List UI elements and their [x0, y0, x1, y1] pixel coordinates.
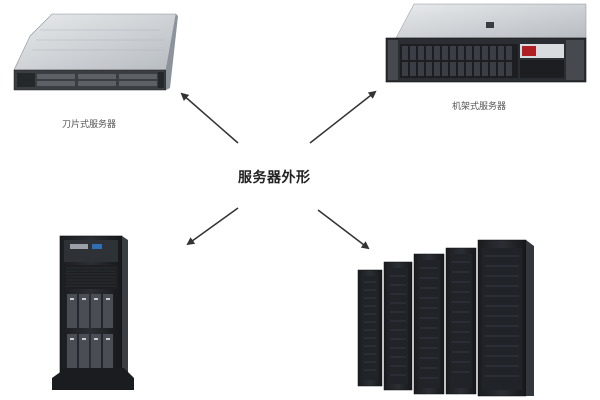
- arrow-to-cabinet: [317, 209, 370, 250]
- arrows: [180, 90, 377, 250]
- blade-server-image: [13, 13, 178, 91]
- rack-server-label: 机架式服务器: [452, 102, 507, 112]
- arrow-to-rack: [309, 90, 377, 144]
- arrow-to-blade: [180, 92, 239, 144]
- arrow-to-tower: [186, 207, 239, 246]
- diagram-title: 服务器外形: [238, 170, 311, 186]
- server-cabinets-image: [357, 239, 534, 397]
- rack-server-image: [385, 3, 587, 83]
- cabinet-1: [357, 269, 383, 387]
- cabinet-3: [413, 253, 445, 395]
- cabinet-2: [383, 261, 413, 391]
- cabinet-4: [445, 247, 477, 395]
- tower-server-image: [52, 235, 134, 390]
- blade-server-label: 刀片式服务器: [62, 120, 117, 130]
- cabinet-5: [477, 239, 534, 397]
